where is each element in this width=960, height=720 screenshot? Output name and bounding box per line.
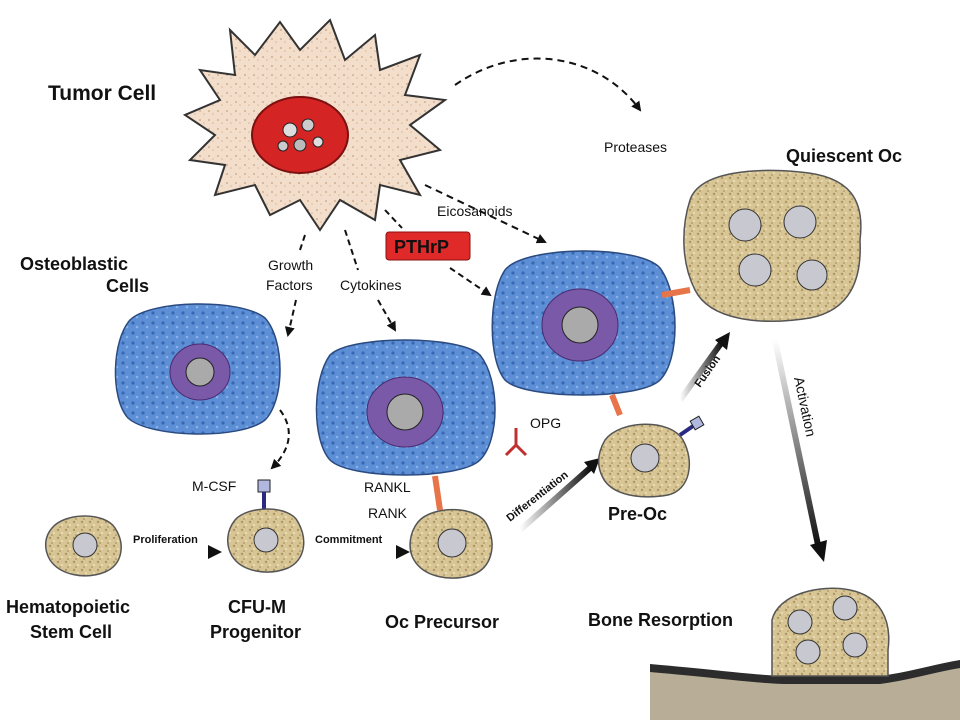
pre-oc-cell — [597, 415, 705, 498]
pthrp-box — [385, 231, 471, 261]
eicosanoids-arrow — [424, 184, 547, 244]
differentiation-arrow — [518, 465, 592, 533]
hematopoietic-stem-cell — [44, 515, 122, 577]
growth-out-arrow — [284, 299, 297, 337]
opg-label: OPG — [530, 415, 561, 431]
osteoblastic-label-1: Osteoblastic — [20, 254, 128, 274]
activation-arrow — [772, 339, 821, 546]
bone-resorption-label: Bone Resorption — [588, 610, 733, 630]
m-csf-label: M-CSF — [192, 478, 236, 494]
osteoblastic-label-2: Cells — [106, 276, 149, 296]
growth-in-arrow — [299, 234, 306, 251]
proteases-label: Proteases — [604, 139, 667, 155]
proteases-arrow — [454, 57, 642, 112]
commitment-label: Commitment — [315, 534, 383, 546]
osteoblast-cell-right — [491, 250, 676, 396]
oc-precursor-label: Oc Precursor — [385, 612, 499, 632]
quiescent-oc-label: Quiescent Oc — [786, 146, 902, 166]
cytokines-in-arrow — [344, 229, 359, 271]
cfu-label-1: CFU-M — [228, 597, 286, 617]
tumor-cell-label: Tumor Cell — [48, 82, 156, 105]
fusion-arrow — [677, 340, 725, 402]
rank-rankl-connector-middle — [432, 475, 443, 511]
tumor-cell — [182, 18, 448, 232]
quiescent-oc-cell — [683, 169, 862, 322]
bone-resorbing-osteoclast — [771, 587, 890, 677]
pthrp-label: PTHrP — [394, 237, 449, 257]
pre-oc-label: Pre-Oc — [608, 504, 667, 524]
eicosanoids-label: Eicosanoids — [437, 203, 513, 219]
m-csf-receptor-icon — [257, 479, 271, 510]
pthrp-out-arrow — [449, 267, 492, 297]
cytokines-label: Cytokines — [340, 277, 401, 293]
hsc-label-1: Hematopoietic — [6, 597, 130, 617]
pthrp-in-arrow — [384, 209, 403, 229]
growth-label-2: Factors — [266, 277, 313, 293]
opg-icon — [504, 428, 528, 457]
osteoblast-to-mcsf-arrow — [270, 409, 290, 470]
rank-label: RANK — [368, 505, 408, 521]
oc-precursor-cell — [409, 508, 493, 579]
hsc-label-2: Stem Cell — [30, 622, 112, 642]
cfu-m-progenitor-cell — [227, 508, 305, 573]
osteoblast-cell-middle — [315, 339, 496, 476]
cytokines-out-arrow — [377, 299, 396, 332]
proliferation-label: Proliferation — [133, 534, 198, 546]
growth-label-1: Growth — [268, 257, 313, 273]
rank-rankl-connector-right — [609, 287, 691, 417]
rankl-label: RANKL — [364, 479, 411, 495]
cfu-label-2: Progenitor — [210, 622, 301, 642]
osteoblast-cell-left — [114, 303, 281, 435]
